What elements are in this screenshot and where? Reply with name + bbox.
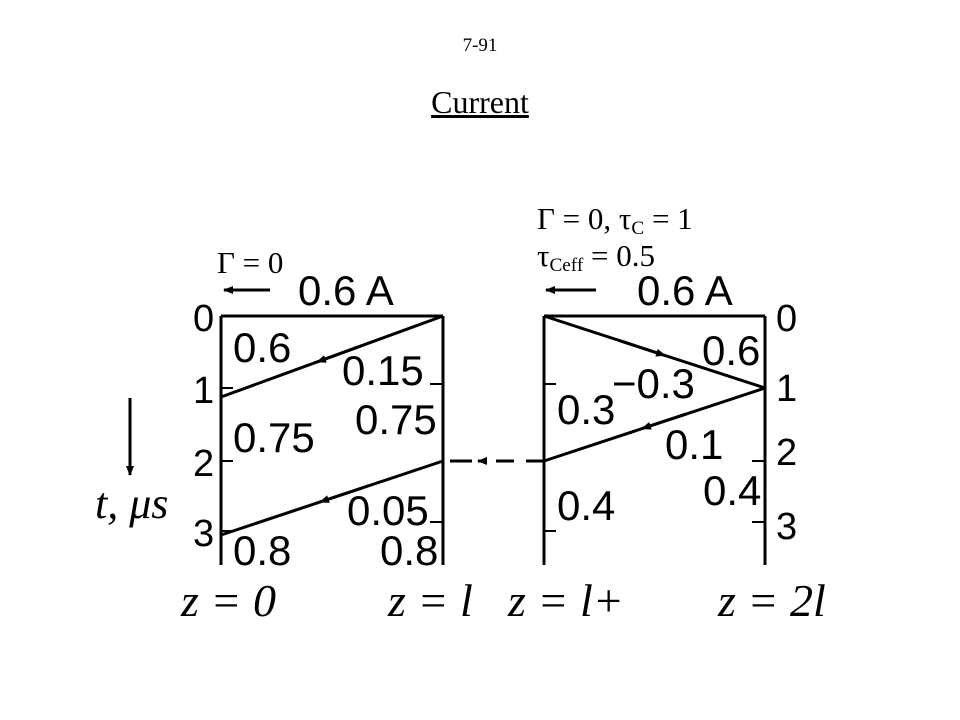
left-right-value-3: 0.05 bbox=[347, 487, 429, 534]
right-time-tick-2: 2 bbox=[776, 432, 798, 474]
left-time-tick-0: 0 bbox=[193, 298, 215, 340]
right-left-value-2: 0.4 bbox=[557, 482, 616, 529]
left-ray-2-arrow bbox=[319, 486, 363, 504]
position-label-zlplus: z = l+ bbox=[508, 575, 624, 626]
right-time-tick-1: 1 bbox=[776, 368, 798, 410]
left-source-current: 0.6 A bbox=[298, 267, 394, 314]
right-tau-effective-label: τCeff = 0.5 bbox=[537, 238, 655, 276]
left-right-value-2: 0.75 bbox=[355, 396, 437, 443]
right-lower-value-1: 0.1 bbox=[665, 421, 724, 468]
left-right-value-1: 0.15 bbox=[342, 347, 424, 394]
right-lower-value-2: 0.4 bbox=[703, 467, 762, 514]
left-time-tick-2: 2 bbox=[193, 443, 215, 485]
right-time-tick-3: 3 bbox=[776, 506, 798, 548]
left-time-tick-3: 3 bbox=[193, 513, 215, 555]
page-title: Current bbox=[431, 84, 529, 120]
time-axis-label: t, μs bbox=[95, 479, 169, 528]
left-segment-value-2: 0.75 bbox=[233, 414, 315, 461]
left-ray-1-arrow bbox=[316, 344, 361, 364]
left-right-value-4: 0.8 bbox=[380, 527, 439, 574]
left-time-tick-1: 1 bbox=[193, 370, 215, 412]
right-time-tick-0: 0 bbox=[776, 298, 798, 340]
left-segment-value-3: 0.8 bbox=[233, 527, 292, 574]
right-left-value-1: 0.3 bbox=[557, 386, 616, 433]
page-number: 7-91 bbox=[462, 35, 498, 56]
left-segment-value-1: 0.6 bbox=[233, 324, 292, 371]
position-label-z0: z = 0 bbox=[181, 575, 276, 626]
right-ray-up-arrow bbox=[641, 412, 687, 431]
right-negative-value: −0.3 bbox=[612, 360, 695, 407]
left-reflection-label: Γ = 0 bbox=[217, 245, 284, 280]
right-top-value: 0.6 bbox=[702, 327, 761, 374]
position-label-z2l: z = 2l bbox=[718, 575, 826, 626]
right-source-current: 0.6 A bbox=[637, 267, 733, 314]
position-label-zl: z = l bbox=[388, 575, 473, 626]
right-ray-down-arrow bbox=[619, 339, 666, 357]
right-reflection-label: Γ = 0, τC = 1 bbox=[537, 201, 693, 239]
